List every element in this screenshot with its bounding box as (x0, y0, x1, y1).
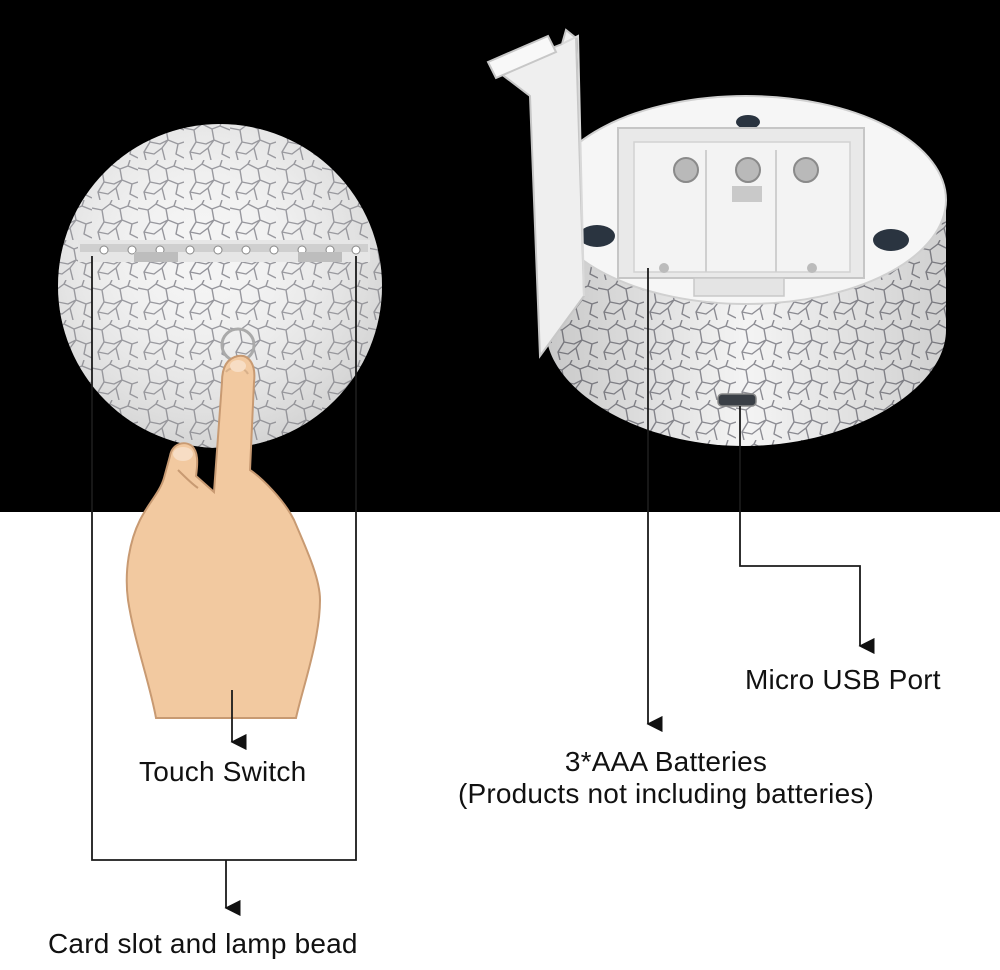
touch-switch-label: Touch Switch (139, 756, 307, 787)
rubber-foot (873, 229, 909, 251)
battery-compartment (617, 127, 865, 297)
pointing-hand-icon (125, 354, 322, 719)
rubber-foot (736, 115, 760, 129)
batteries-label-line1: 3*AAA Batteries (564, 746, 768, 777)
micro-usb-port (717, 393, 757, 407)
micro-usb-label: Micro USB Port (745, 664, 941, 695)
base-bottom-view (545, 95, 947, 446)
callout-lines (91, 256, 875, 917)
card-slot-label: Card slot and lamp bead (48, 928, 358, 959)
battery-cover (486, 28, 586, 359)
batteries-label: 3*AAA Batteries (Products not including … (440, 746, 892, 810)
lamp-beads (99, 245, 361, 255)
rubber-foot (579, 225, 615, 247)
base-front-view (58, 124, 382, 448)
batteries-label-line2: (Products not including batteries) (457, 778, 875, 809)
